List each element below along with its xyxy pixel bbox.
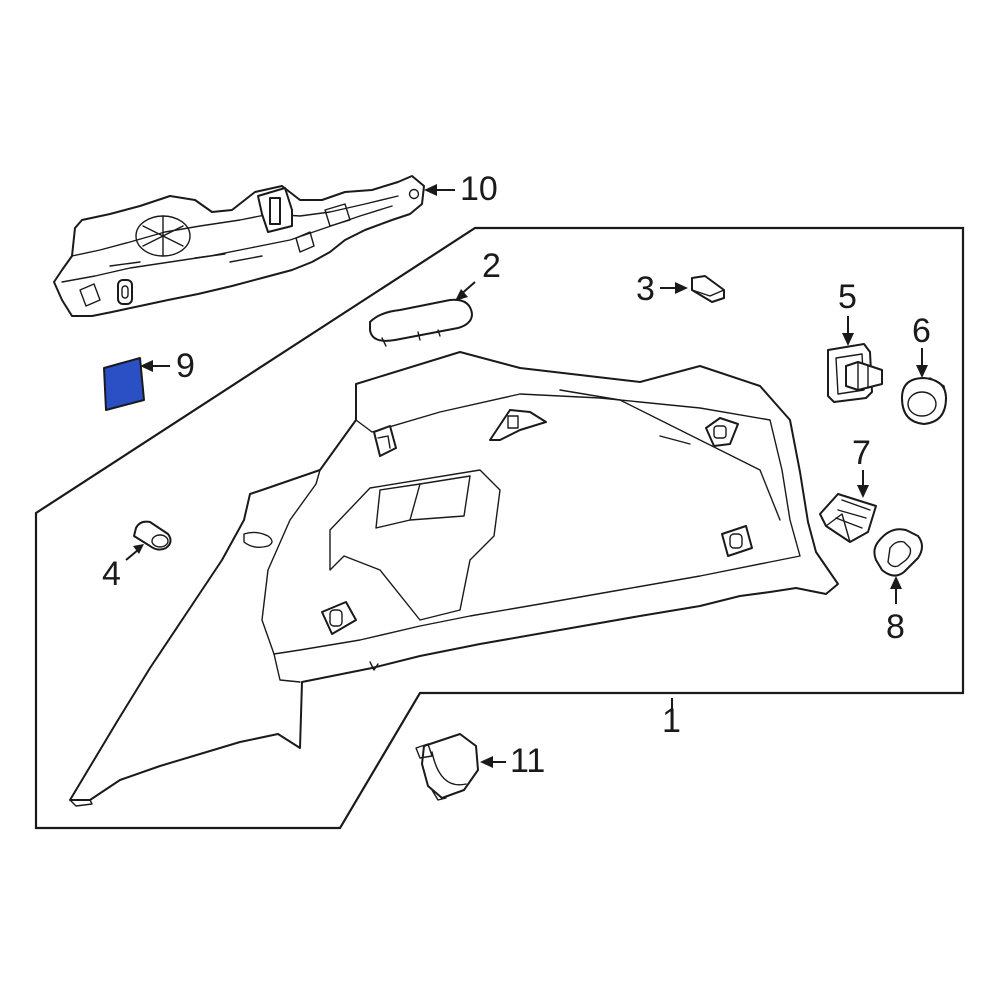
callout-7: 7 <box>852 434 871 472</box>
part-5-fastener[interactable] <box>827 343 883 403</box>
callout-6: 6 <box>912 312 931 350</box>
callout-4: 4 <box>102 555 121 593</box>
callout-11: 11 <box>510 742 545 780</box>
callout-3: 3 <box>636 270 655 308</box>
callout-1: 1 <box>662 702 681 740</box>
callout-5: 5 <box>838 278 857 316</box>
callout-8: 8 <box>886 608 905 646</box>
callout-2: 2 <box>482 247 501 285</box>
part-2-cover[interactable] <box>369 298 473 347</box>
part-3-clip[interactable] <box>691 275 725 303</box>
part-6-grommet[interactable] <box>901 377 947 425</box>
assembly-frame <box>34 226 965 830</box>
part-4-plug[interactable] <box>133 520 172 551</box>
part-10-bracket[interactable] <box>53 175 425 317</box>
callout-10: 10 <box>460 170 498 208</box>
part-8-seal[interactable] <box>873 528 923 577</box>
part-9-pad[interactable] <box>103 357 145 411</box>
part-1-trim-panel[interactable] <box>69 351 839 807</box>
part-7-clip[interactable] <box>819 493 877 543</box>
part-11-hook[interactable] <box>415 733 479 801</box>
callout-9: 9 <box>176 347 195 385</box>
